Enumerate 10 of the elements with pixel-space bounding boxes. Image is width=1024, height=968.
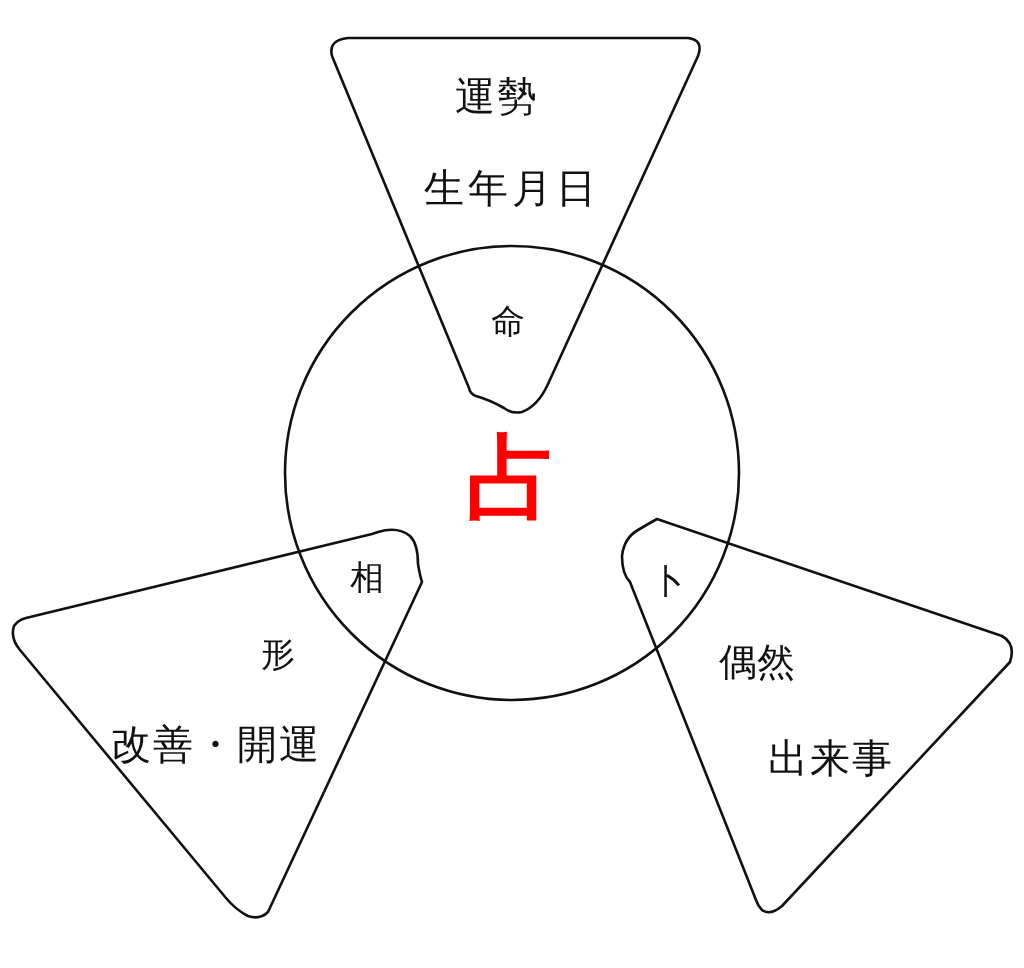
center-character: 占: [466, 432, 558, 524]
keyword-text: 改善・開運: [111, 725, 321, 765]
category-character: 卜: [651, 565, 685, 599]
category-character: 相: [350, 561, 384, 595]
keyword-text: 偶然: [719, 643, 795, 681]
category-character: 命: [491, 305, 525, 339]
keyword-text: 形: [261, 638, 295, 672]
keyword-text: 運勢: [455, 77, 539, 117]
keyword-text: 生年月日: [424, 169, 600, 209]
keyword-text: 出来事: [768, 739, 894, 779]
